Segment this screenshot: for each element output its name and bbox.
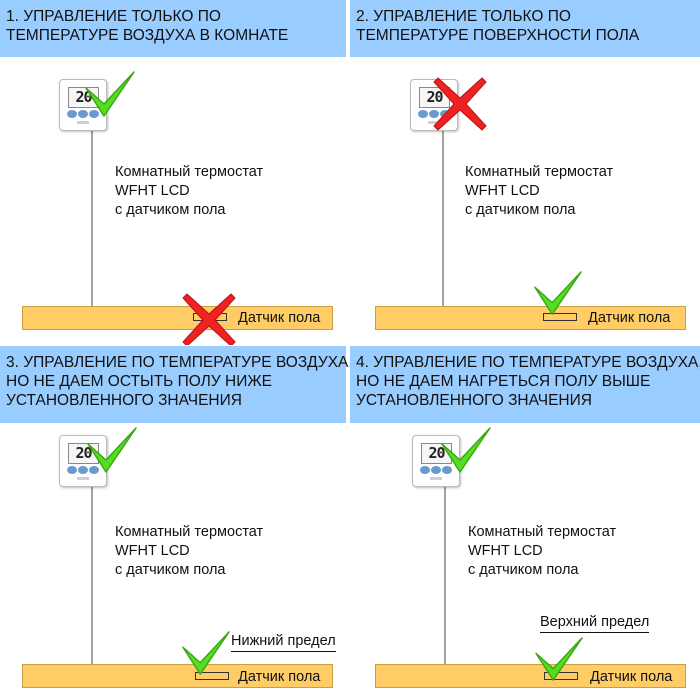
thermostat-button [78,110,88,118]
sensor-label: Датчик пола [590,669,673,685]
upper-limit-label: Верхний предел [540,614,650,633]
description-line: с датчиком пола [115,202,226,218]
panel-banner [350,0,700,57]
panel-title: 2. УПРАВЛЕНИЕ ТОЛЬКО ПО ТЕМПЕРАТУРЕ ПОВЕ… [356,8,640,44]
cross-icon [433,77,487,131]
sensor-label: Датчик пола [588,310,671,326]
panel-title: 3. УПРАВЛЕНИЕ ПО ТЕМПЕРАТУРЕ ВОЗДУХА, НО… [6,354,350,409]
panel-1: 1. УПРАВЛЕНИЕ ТОЛЬКО ПО ТЕМПЕРАТУРЕ ВОЗД… [0,0,350,345]
floor-surface [375,306,686,330]
check-icon [182,631,230,675]
panel-banner [0,346,346,423]
thermostat: 20 [59,435,107,487]
sensor-label: Датчик пола [238,310,321,326]
check-icon [534,271,582,315]
floor-sensor [544,672,578,680]
thermostat-button [89,466,99,474]
panel-title: 4. УПРАВЛЕНИЕ ПО ТЕМПЕРАТУРЕ ВОЗДУХА, НО… [356,354,700,409]
panel-banner [0,0,346,57]
thermostat-button [431,466,441,474]
description-line: с датчиком пола [115,562,226,578]
panel-4: 4. УПРАВЛЕНИЕ ПО ТЕМПЕРАТУРЕ ВОЗДУХА, НО… [350,346,700,691]
floor-sensor [543,313,577,321]
panel-title: 1. УПРАВЛЕНИЕ ТОЛЬКО ПО ТЕМПЕРАТУРЕ ВОЗД… [6,8,289,44]
thermostat-button [420,466,430,474]
thermostat: 20 [410,79,458,131]
sensor-label: Датчик пола [238,669,321,685]
description-line: с датчиком пола [468,562,579,578]
description-line: WFHT LCD [115,543,190,559]
thermostat-description: Комнатный термостат WFHT LCD с датчиком … [468,523,616,580]
cross-icon [182,293,236,345]
thermostat-logo [77,121,89,124]
check-icon [87,427,137,473]
thermostat-display: 20 [419,87,450,108]
thermostat-button [89,110,99,118]
floor-sensor [195,672,229,680]
description-line: Комнатный термостат [115,524,264,540]
thermostat-description: Комнатный термостат WFHT LCD с датчиком … [465,163,613,220]
description-line: Комнатный термостат [465,164,614,180]
floor-surface [375,664,686,688]
thermostat-description: Комнатный термостат WFHT LCD с датчиком … [115,163,263,220]
description-line: с датчиком пола [465,202,576,218]
description-line: WFHT LCD [468,543,543,559]
description-line: Комнатный термостат [468,524,617,540]
thermostat-logo [428,121,440,124]
thermostat-logo [77,477,89,480]
floor-surface [22,664,333,688]
thermostat-button [418,110,428,118]
check-icon [535,637,583,681]
thermostat-button [442,466,452,474]
thermostat-button [67,110,77,118]
thermostat-button [429,110,439,118]
panel-3: 3. УПРАВЛЕНИЕ ПО ТЕМПЕРАТУРЕ ВОЗДУХА, НО… [0,346,350,691]
panel-2: 2. УПРАВЛЕНИЕ ТОЛЬКО ПО ТЕМПЕРАТУРЕ ПОВЕ… [350,0,700,345]
description-line: WFHT LCD [115,183,190,199]
thermostat-logo [430,477,442,480]
thermostat-button [67,466,77,474]
check-icon [85,71,135,117]
description-line: WFHT LCD [465,183,540,199]
sensor-wire [444,483,544,677]
panel-banner [350,346,700,423]
lower-limit-label: Нижний предел [231,633,336,652]
description-line: Комнатный термостат [115,164,264,180]
thermostat-description: Комнатный термостат WFHT LCD с датчиком … [115,523,263,580]
check-icon [441,427,491,473]
thermostat: 20 [412,435,460,487]
floor-surface [22,306,333,330]
thermostat-button [78,466,88,474]
thermostat: 20 [59,79,107,131]
